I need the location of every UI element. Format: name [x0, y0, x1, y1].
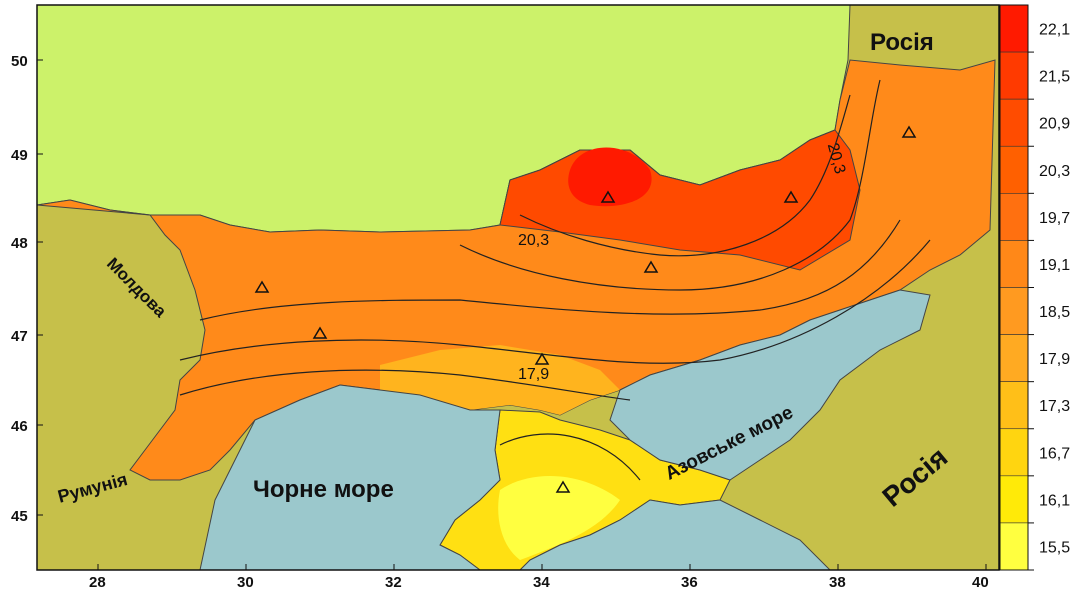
x-tick-label: 38: [829, 574, 846, 591]
black-sea: [199, 384, 831, 570]
legend-swatch: [999, 428, 1029, 477]
legend-swatch: [999, 475, 1029, 524]
x-tick-label: 34: [533, 574, 550, 591]
station-marker: [783, 190, 799, 203]
legend-swatch: [999, 4, 1029, 53]
x-tick-label: 36: [681, 574, 698, 591]
legend-label: 22,1: [1039, 22, 1070, 39]
y-axis: [37, 59, 43, 516]
isoline-label: 17,9: [518, 366, 549, 383]
x-tick-label: 40: [972, 574, 989, 591]
station-marker: [643, 260, 659, 273]
russia-label-top: Росія: [870, 29, 934, 56]
x-axis: [97, 564, 987, 570]
crimea-south: [498, 476, 620, 560]
legend-swatch: [999, 334, 1029, 382]
legend-swatch: [999, 193, 1029, 241]
crimea-isoline: [499, 433, 641, 481]
legend-swatch: [999, 522, 1029, 571]
legend-label: 20,3: [1039, 163, 1070, 180]
y-tick-label: 46: [11, 418, 28, 435]
legend-label: 19,7: [1039, 210, 1070, 227]
y-tick-label: 45: [11, 508, 28, 525]
y-tick-label: 50: [11, 53, 28, 70]
station-marker: [555, 480, 571, 493]
color-legend: 22,1 21,5 20,9 20,3 19,7 19,1 18,5 17,9 17,3 16,7…: [999, 4, 1070, 571]
black-sea-label: Чорне море: [253, 476, 394, 503]
azov-sea: [609, 289, 931, 481]
x-tick-label: 28: [89, 574, 106, 591]
legend-label: 16,1: [1039, 492, 1070, 509]
legend-swatch: [999, 240, 1029, 288]
station-marker: [600, 190, 616, 203]
legend-swatch: [999, 98, 1029, 147]
legend-label: 16,7: [1039, 445, 1070, 462]
hottest-zone: [568, 147, 652, 207]
station-marker: [901, 125, 917, 138]
y-tick-label: 47: [11, 328, 28, 345]
y-tick-label: 49: [11, 147, 28, 164]
legend-swatch: [999, 287, 1029, 335]
legend-label: 21,5: [1039, 69, 1070, 86]
legend-label: 19,1: [1039, 257, 1070, 274]
station-marker: [312, 326, 328, 339]
legend-label: 18,5: [1039, 304, 1070, 321]
x-tick-label: 30: [237, 574, 254, 591]
isoline-label: 20,3: [518, 232, 549, 249]
station-marker: [254, 280, 270, 293]
legend-swatch: [999, 51, 1029, 100]
legend-label: 20,9: [1039, 116, 1070, 133]
isolines: [179, 79, 931, 401]
legend-label: 17,9: [1039, 351, 1070, 368]
legend-label: 17,3: [1039, 398, 1070, 415]
legend-swatch: [999, 381, 1029, 430]
y-tick-label: 48: [11, 235, 28, 252]
stations: [254, 125, 917, 493]
x-tick-label: 32: [385, 574, 402, 591]
legend-label: 15,5: [1039, 539, 1070, 556]
station-marker: [534, 352, 550, 365]
legend-swatch: [999, 145, 1029, 194]
map-frame: [36, 4, 1000, 571]
